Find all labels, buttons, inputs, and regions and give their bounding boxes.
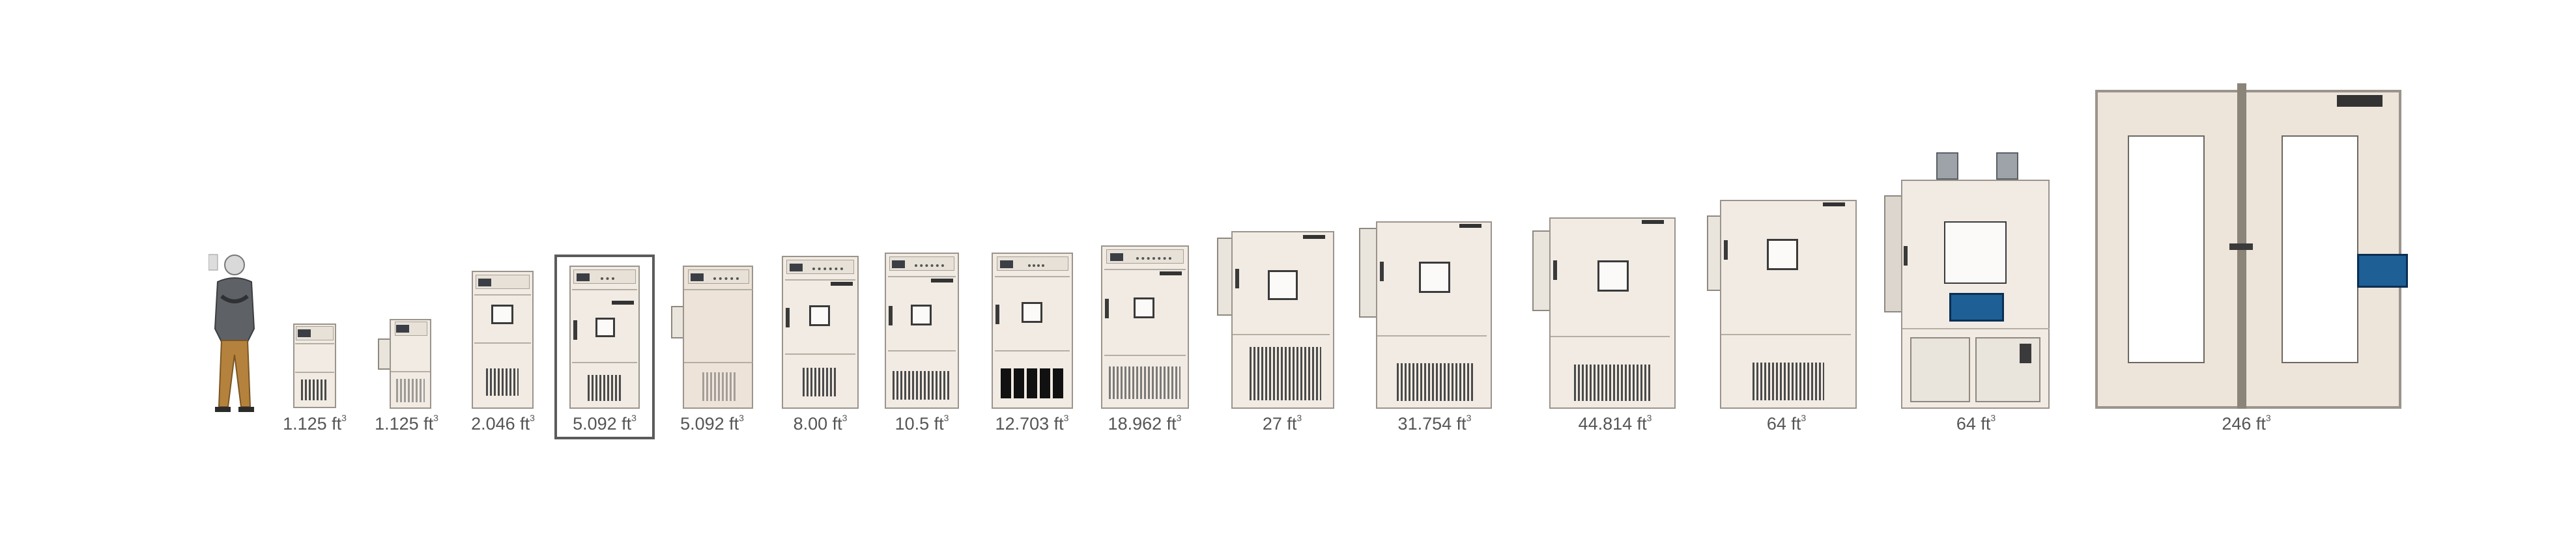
chamber-volume-label: 5.092 ft3 [573,413,637,434]
chamber-volume-label: 1.125 ft3 [283,413,347,434]
chamber-volume-label: 27 ft3 [1262,413,1302,434]
chamber-14[interactable] [1884,148,2054,409]
chamber-2[interactable] [378,319,436,409]
chamber-10[interactable] [1217,231,1334,409]
chamber-volume-label: 64 ft3 [1956,413,1996,434]
chamber-volume-label: 18.962 ft3 [1108,413,1182,434]
chamber-volume-label: 2.046 ft3 [471,413,535,434]
chamber-volume-label: 246 ft3 [2222,413,2271,434]
chamber-volume-label: 10.5 ft3 [894,413,949,434]
chamber-12[interactable] [1532,217,1676,409]
chamber-volume-label: 8.00 ft3 [793,413,848,434]
chamber-7[interactable] [885,253,959,409]
selected-chamber-frame [554,255,655,439]
chamber-volume-label: 12.703 ft3 [995,413,1069,434]
chamber-volume-label: 44.814 ft3 [1578,413,1652,434]
person-scale-reference-icon [208,254,255,412]
chamber-3[interactable] [472,271,534,409]
chamber-volume-label: 31.754 ft3 [1397,413,1472,434]
chamber-volume-label: 64 ft3 [1766,413,1807,434]
chamber-9[interactable] [1101,245,1189,409]
chamber-4[interactable] [569,266,640,409]
chamber-5[interactable] [671,266,756,409]
chamber-1[interactable] [293,324,336,408]
chamber-volume-label: 5.092 ft3 [680,413,744,434]
chamber-11[interactable] [1359,221,1492,409]
chamber-volume-label: 1.125 ft3 [375,413,438,434]
chamber-8[interactable] [992,253,1073,409]
chamber-6[interactable] [782,256,859,409]
chamber-13[interactable] [1707,200,1857,409]
chamber-15[interactable] [2089,83,2408,409]
